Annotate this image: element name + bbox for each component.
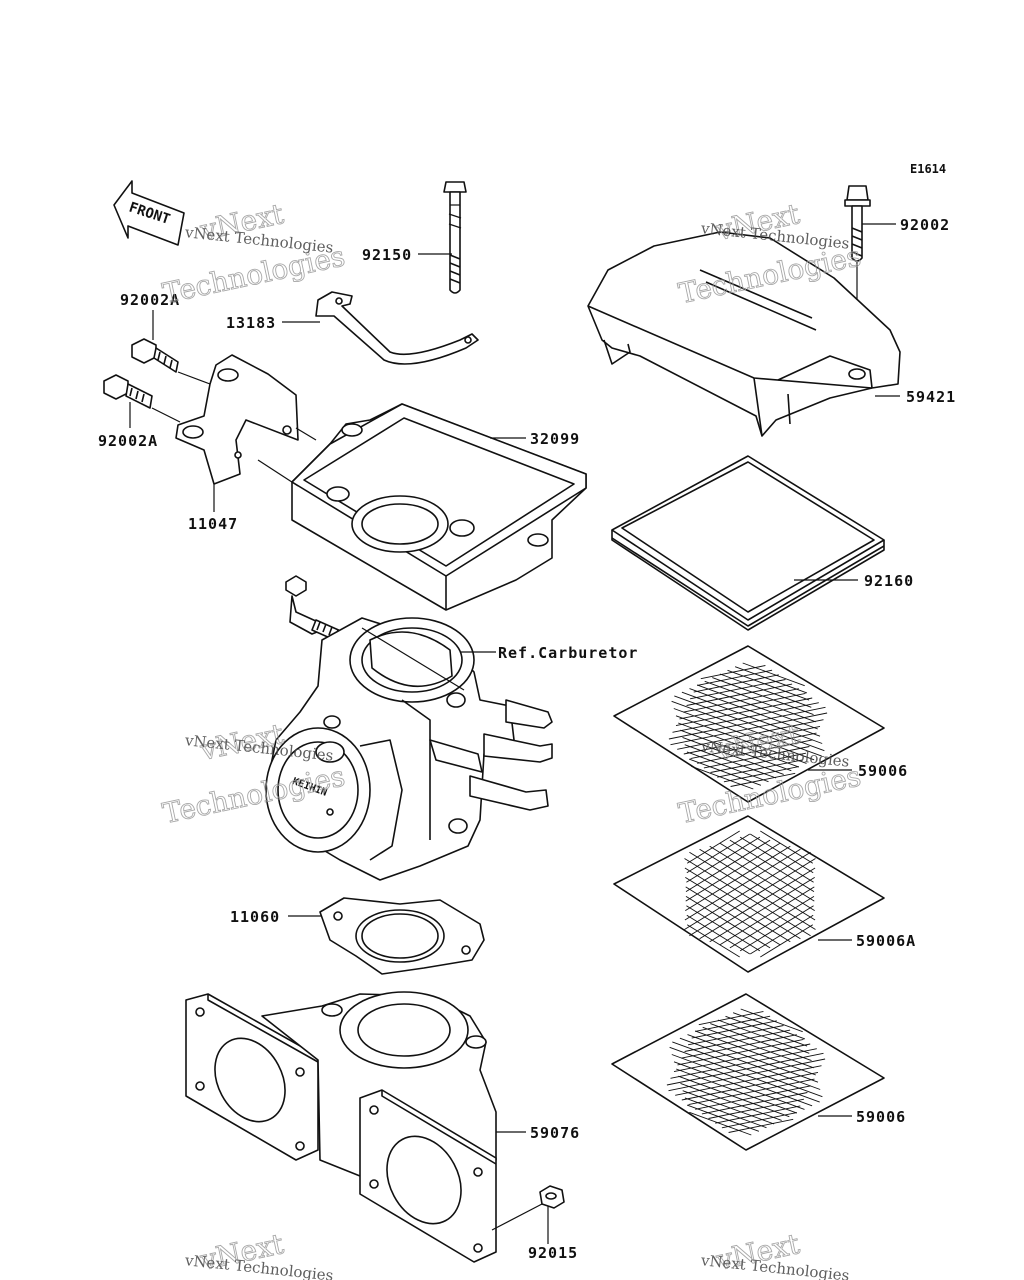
label-59076: 59076 bbox=[530, 1124, 580, 1142]
label-59006a: 59006A bbox=[856, 932, 916, 950]
label-92002a-lower: 92002A bbox=[98, 432, 158, 450]
gasket-92160 bbox=[611, 455, 885, 631]
diagram-code: E1614 bbox=[910, 162, 946, 176]
label-11047: 11047 bbox=[188, 515, 238, 533]
label-59421: 59421 bbox=[906, 388, 956, 406]
label-59006-lower: 59006 bbox=[856, 1108, 906, 1126]
nut-92015 bbox=[539, 1185, 565, 1209]
watermark-top-left: vNext Technologies vNext Technologies bbox=[159, 197, 348, 311]
filter-59006-lower bbox=[611, 993, 885, 1151]
watermark-bottom-left: vNext vNext Technologies bbox=[183, 1227, 334, 1280]
label-59006-upper: 59006 bbox=[858, 762, 908, 780]
filter-59006-upper bbox=[613, 645, 885, 803]
leader-lines bbox=[129, 223, 900, 1244]
watermark-bottom-right: vNext vNext Technologies bbox=[699, 1227, 850, 1280]
label-92160: 92160 bbox=[864, 572, 914, 590]
air-box-32099 bbox=[291, 403, 587, 611]
label-32099: 32099 bbox=[530, 430, 580, 448]
label-92002: 92002 bbox=[900, 216, 950, 234]
label-13183: 13183 bbox=[226, 314, 276, 332]
bracket-11047 bbox=[175, 354, 299, 485]
bolt-92002a-lower bbox=[103, 374, 153, 409]
gasket-11060 bbox=[319, 897, 485, 975]
label-ref-carburetor: Ref.Carburetor bbox=[498, 644, 638, 662]
air-cover-59421 bbox=[587, 231, 901, 437]
label-92150: 92150 bbox=[362, 246, 412, 264]
front-arrow-icon: FRONT bbox=[113, 180, 185, 246]
manifold-59076 bbox=[185, 991, 497, 1263]
label-92002a-upper: 92002A bbox=[120, 291, 180, 309]
label-11060: 11060 bbox=[230, 908, 280, 926]
clamp-13183 bbox=[315, 291, 479, 365]
bolt-92150 bbox=[443, 181, 467, 294]
label-92015: 92015 bbox=[528, 1244, 578, 1262]
carburetor-ref: KEIHIN bbox=[265, 575, 553, 881]
bolt-92002a-upper bbox=[131, 338, 179, 373]
filter-59006a bbox=[613, 815, 885, 973]
